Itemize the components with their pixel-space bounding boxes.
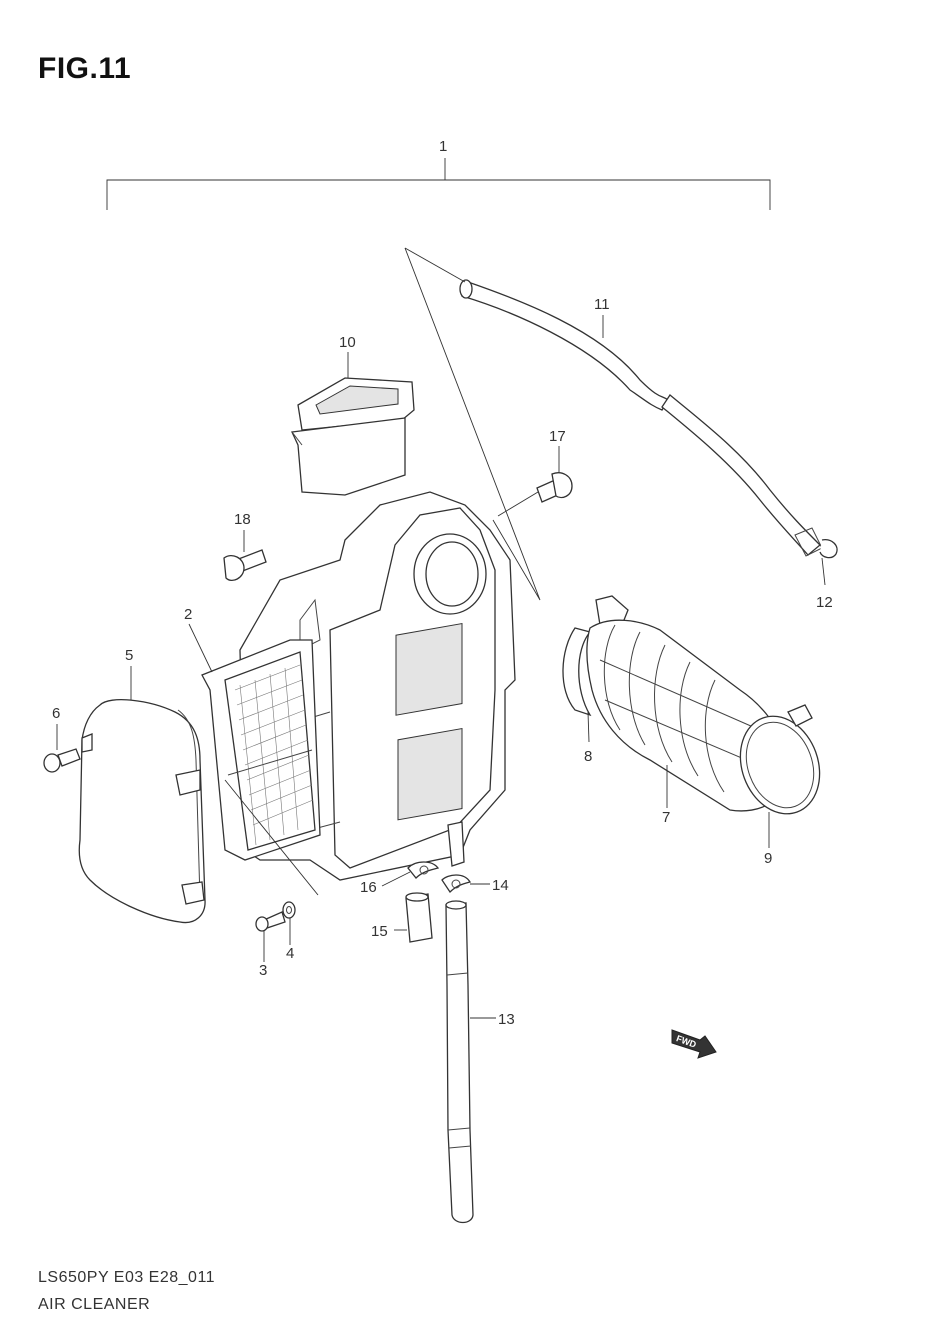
callout-5: 5 (125, 647, 133, 664)
part-13-drain-tube[interactable] (445, 900, 474, 1224)
part-10-air-duct[interactable] (291, 377, 415, 496)
callout-labels: 1 2 3 4 5 6 7 8 9 10 11 12 13 14 15 16 1… (52, 138, 833, 1028)
part-5-filter-cover[interactable] (78, 699, 206, 924)
callout-3: 3 (259, 962, 267, 979)
callout-17: 17 (549, 428, 566, 445)
callout-16: 16 (360, 879, 377, 896)
callout-18: 18 (234, 511, 251, 528)
part-17-bolt[interactable] (536, 472, 573, 503)
callout-8: 8 (584, 748, 592, 765)
drain-nipple[interactable] (447, 821, 465, 867)
callout-7: 7 (662, 809, 670, 826)
callout-2: 2 (184, 606, 192, 623)
part-18-bolt[interactable] (223, 549, 267, 582)
screw-alignment-line (224, 779, 319, 896)
part-12-hose-clamp[interactable] (819, 539, 838, 559)
callout-4: 4 (286, 945, 294, 962)
diagram-name: AIR CLEANER (38, 1296, 151, 1313)
filter-mesh (234, 664, 314, 846)
diagram-code: LS650PY E03 E28_011 (38, 1269, 216, 1286)
callout-11: 11 (594, 296, 610, 313)
callout-9: 9 (764, 850, 772, 867)
part-3-screw[interactable] (255, 911, 286, 932)
part-2-filter-element[interactable] (201, 639, 321, 861)
callout-10: 10 (339, 334, 356, 351)
callout-6: 6 (52, 705, 60, 722)
callout-14: 14 (492, 877, 509, 894)
assembly-bracket (106, 158, 771, 210)
reference-lines (404, 247, 541, 601)
callout-12: 12 (816, 594, 833, 611)
leader-lines (56, 315, 826, 1019)
part-9-clamp-ring[interactable] (727, 704, 833, 825)
part-6-screw[interactable] (43, 748, 81, 773)
part-15-plug[interactable] (405, 892, 433, 943)
callout-15: 15 (371, 923, 388, 940)
part-11-breather-hose[interactable] (459, 279, 823, 557)
callout-1: 1 (439, 138, 447, 155)
callout-13: 13 (498, 1011, 515, 1028)
part-16-clip[interactable] (407, 861, 440, 879)
figure-title: FIG.11 (38, 52, 132, 85)
part-14-clip[interactable] (441, 874, 472, 894)
part-4-washer[interactable] (282, 901, 296, 919)
forward-direction-arrow: FWD (671, 1029, 717, 1059)
